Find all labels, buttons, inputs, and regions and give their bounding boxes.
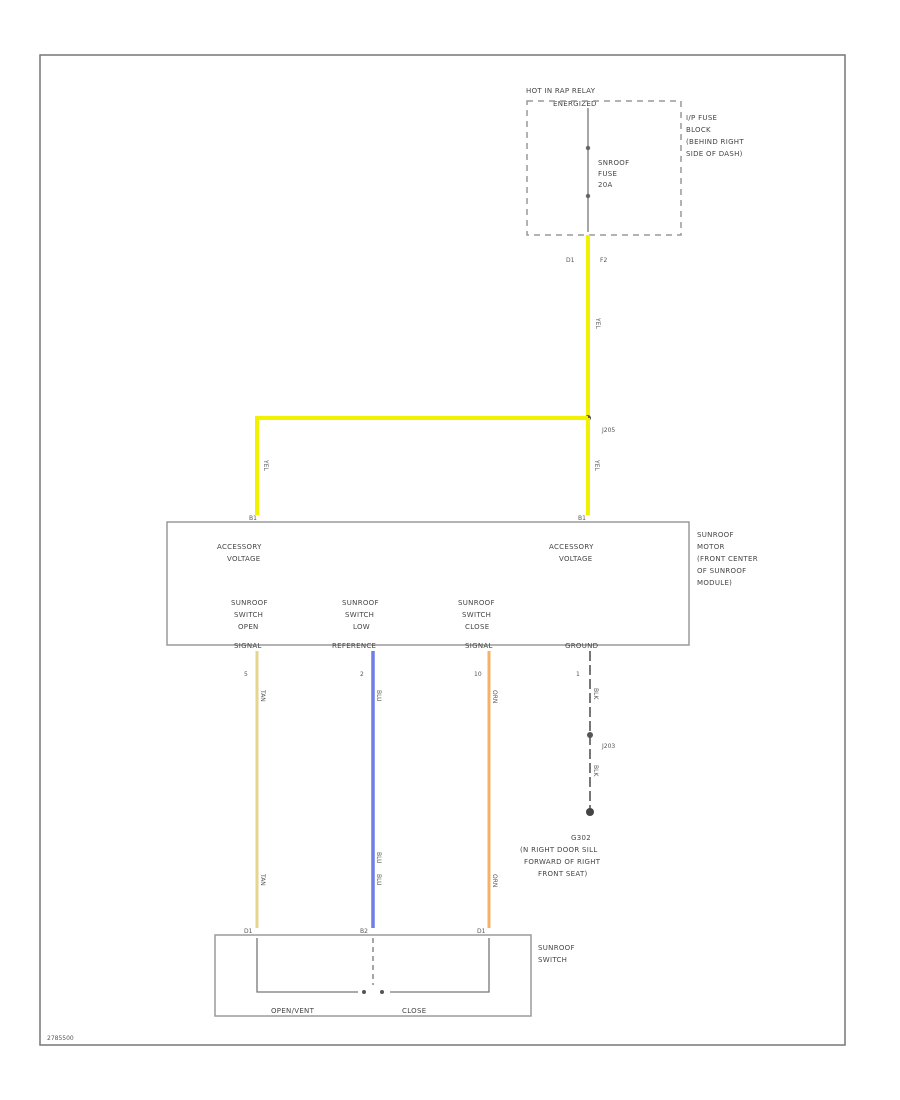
splice-j203 [587,732,593,738]
motor-pin-open-label: SUNROOF SWITCH OPEN SIGNAL [231,599,268,650]
svg-text:SUNROOF: SUNROOF [231,599,268,607]
fuse-terminal-right: F2 [600,257,607,264]
sunroof-switch-label: SUNROOF SWITCH [538,944,575,964]
wire-lowref-label-top: BLU [375,690,382,702]
svg-text:SIGNAL: SIGNAL [234,642,262,650]
svg-text:(FRONT CENTER: (FRONT CENTER [697,555,758,563]
svg-text:CLOSE: CLOSE [465,623,489,631]
svg-text:BLOCK: BLOCK [686,126,711,134]
ip-fuse-block-box [526,100,682,236]
ground-point-label: G302 (N RIGHT DOOR SILL FORWARD OF RIGHT… [520,834,601,878]
wire-open-label-top: TAN [259,689,266,702]
motor-pin-lowref-label: SUNROOF SWITCH LOW REFERENCE [332,599,379,650]
motor-pin-ground-label: GROUND [565,642,598,650]
wire-close-label-bottom: ORN [491,874,498,887]
svg-text:FUSE: FUSE [598,170,617,178]
svg-text:SUNROOF: SUNROOF [538,944,575,952]
svg-text:SUNROOF: SUNROOF [458,599,495,607]
svg-text:VOLTAGE: VOLTAGE [559,555,592,563]
svg-text:REFERENCE: REFERENCE [332,642,376,650]
motor-right-accessory-label: ACCESSORY VOLTAGE [549,543,594,563]
switch-internal-circuit [256,938,490,993]
pin-number-lowref: 2 [360,671,364,678]
switch-contact-open [362,990,366,994]
svg-text:OF SUNROOF: OF SUNROOF [697,567,746,575]
svg-text:FORWARD OF RIGHT: FORWARD OF RIGHT [524,858,601,866]
svg-text:ACCESSORY: ACCESSORY [217,543,262,551]
yel-left-label: YEL [262,459,269,471]
switch-contact-close [380,990,384,994]
svg-text:SWITCH: SWITCH [234,611,263,619]
ip-fuse-block-label: I/P FUSE BLOCK (BEHIND RIGHT SIDE OF DAS… [686,114,744,158]
fuse-node-top [585,145,591,151]
switch-close-label: CLOSE [402,1007,426,1015]
switch-open-label: OPEN/VENT [271,1007,315,1015]
svg-text:FRONT SEAT): FRONT SEAT) [538,870,588,878]
svg-text:SWITCH: SWITCH [345,611,374,619]
svg-text:I/P FUSE: I/P FUSE [686,114,717,122]
pin-number-open: 5 [244,671,248,678]
hot-relay-sub-label: ENERGIZED [553,100,597,108]
svg-text:MODULE): MODULE) [697,579,732,587]
switch-pin-open: D1 [244,928,253,935]
fuse-node-bottom [585,193,591,199]
svg-text:SWITCH: SWITCH [538,956,567,964]
yel-branch-left [255,416,588,515]
hot-relay-label: HOT IN RAP RELAY [526,87,596,95]
svg-text:ACCESSORY: ACCESSORY [549,543,594,551]
svg-text:(BEHIND RIGHT: (BEHIND RIGHT [686,138,744,146]
svg-text:G302: G302 [571,834,591,842]
svg-text:OPEN: OPEN [238,623,259,631]
motor-pin-close-label: SUNROOF SWITCH CLOSE SIGNAL [458,599,495,650]
motor-left-accessory-label: ACCESSORY VOLTAGE [217,543,262,563]
svg-text:20A: 20A [598,181,613,189]
wire-close-label-top: ORN [491,690,498,703]
wire-open-label-bottom: TAN [259,873,266,886]
wire-lowref-label-mid: BLU [375,852,382,864]
diagram-border [39,54,846,1046]
sunroof-motor-box [166,521,690,646]
wire-ground-label-top: BLK [592,688,599,700]
sunroof-switch-box [214,934,532,1017]
svg-text:VOLTAGE: VOLTAGE [227,555,260,563]
svg-text:SWITCH: SWITCH [462,611,491,619]
svg-text:LOW: LOW [353,623,370,631]
wire-lowref-label-bottom: BLU [375,874,382,886]
pin-number-close: 10 [474,671,482,678]
sunroof-motor-label: SUNROOF MOTOR (FRONT CENTER OF SUNROOF M… [697,531,758,587]
yel-feed-wire-label: YEL [594,317,601,329]
fuse-label: SNROOF FUSE 20A [598,159,629,189]
yel-right-label: YEL [593,459,600,471]
switch-pin-close: D1 [477,928,486,935]
wire-ground-label-bottom: BLK [592,765,599,777]
svg-text:MOTOR: MOTOR [697,543,725,551]
svg-text:SIDE OF DASH): SIDE OF DASH) [686,150,743,158]
splice-j203-label: J203 [601,743,615,750]
svg-text:SNROOF: SNROOF [598,159,629,167]
svg-text:SUNROOF: SUNROOF [697,531,734,539]
motor-acc-pin-right: B1 [578,515,586,522]
switch-pin-lowref: B2 [360,928,368,935]
svg-text:(N RIGHT DOOR SILL: (N RIGHT DOOR SILL [520,846,598,854]
svg-text:SIGNAL: SIGNAL [465,642,493,650]
svg-text:SUNROOF: SUNROOF [342,599,379,607]
motor-acc-pin-left: B1 [249,515,257,522]
ground-point-g302 [586,808,594,816]
figure-id: 2785500 [47,1035,74,1042]
pin-number-ground: 1 [576,671,580,678]
fuse-terminal-left: D1 [566,257,575,264]
splice-j205-label: J205 [601,427,615,434]
